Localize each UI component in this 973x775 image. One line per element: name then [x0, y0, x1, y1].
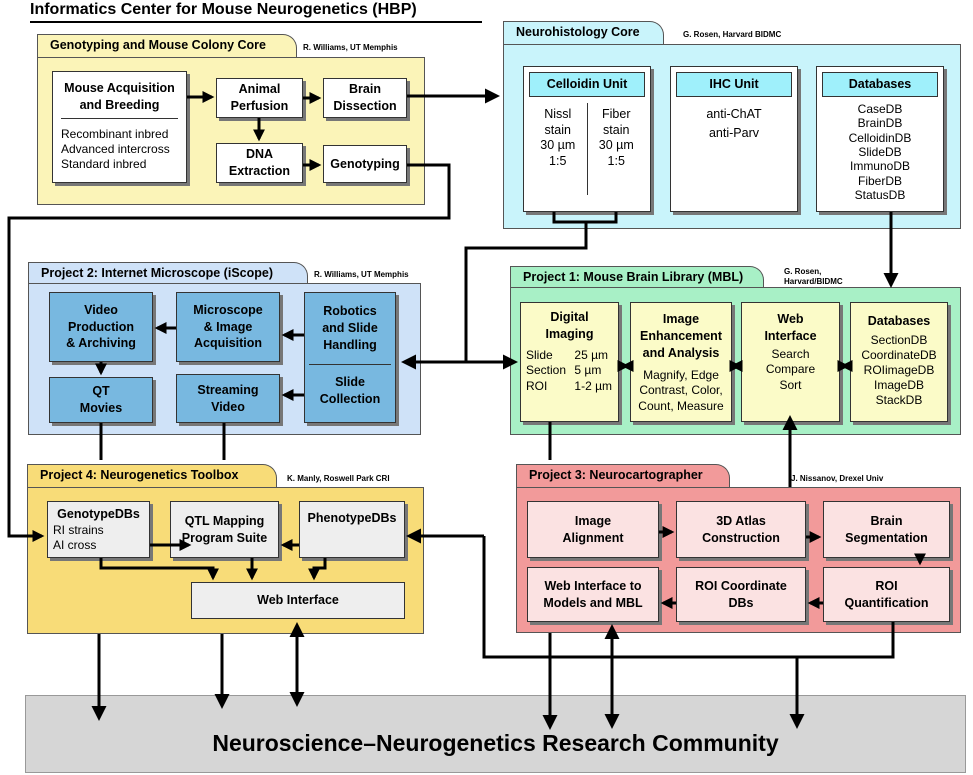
neurohistology-databases-title: Databases [822, 72, 938, 97]
mbl-credit: G. Rosen, Harvard/BIDMC [784, 267, 843, 287]
web-interface-models-box: Web Interface to Models and MBL [527, 567, 659, 622]
arrow-cartographer-to-phenotype [482, 536, 895, 659]
image-enhancement-title: Image Enhancement and Analysis [640, 312, 722, 360]
connector-celloidin-to-hub [464, 222, 588, 362]
digital-imaging-box: Digital Imaging Slide Section ROI 25 µm … [520, 302, 619, 422]
mbl-databases-title: Databases [867, 314, 931, 328]
mbl-databases-box: Databases SectionDB CoordinateDB ROIimag… [850, 302, 948, 422]
atlas-construction-box: 3D Atlas Construction [676, 501, 806, 558]
arrow-genotype-to-web [99, 558, 219, 581]
digital-imaging-values: 25 µm 5 µm 1-2 µm [574, 347, 612, 393]
ihc-unit-title: IHC Unit [676, 72, 792, 97]
genotyping-core-tab: Genotyping and Mouse Colony Core [37, 34, 297, 58]
toolbox-web-interface-box: Web Interface [191, 582, 405, 619]
brain-dissection-box: Brain Dissection [323, 78, 407, 118]
title-underline [30, 21, 482, 23]
celloidin-unit-title: Celloidin Unit [529, 72, 645, 97]
video-production-box: Video Production & Archiving [49, 292, 153, 362]
connector-genotyping-to-toolbox [7, 163, 451, 542]
roi-coordinate-dbs-box: ROI Coordinate DBs [676, 567, 806, 622]
toolbox-credit: K. Manly, Roswell Park CRI [287, 474, 390, 483]
robotics-divider [309, 363, 391, 365]
phenotype-dbs-box: PhenotypeDBs [299, 501, 405, 558]
neurohistology-core-credit: G. Rosen, Harvard BIDMC [683, 30, 782, 39]
ihc-unit-box: IHC Unit anti-ChAT anti-Parv [670, 66, 798, 212]
image-enhancement-body: Magnify, Edge Contrast, Color, Count, Me… [638, 367, 724, 413]
brain-segmentation-box: Brain Segmentation [823, 501, 950, 558]
streaming-video-box: Streaming Video [176, 374, 280, 423]
microscope-acquisition-box: Microscope & Image Acquisition [176, 292, 280, 362]
mbl-web-interface-title: Web Interface [764, 312, 817, 343]
fiber-stain-text: Fiber stain 30 µm 1:5 [598, 106, 634, 168]
image-enhancement-box: Image Enhancement and Analysis Magnify, … [630, 302, 732, 422]
nissl-stain-text: Nissl stain 30 µm 1:5 [540, 106, 576, 168]
animal-perfusion-box: Animal Perfusion [216, 78, 303, 118]
connector-celloidin-stains [552, 212, 618, 224]
slide-collection-text: Slide Collection [319, 374, 381, 406]
robotics-box: Robotics and Slide Handling Slide Collec… [304, 292, 396, 423]
digital-imaging-title: Digital Imaging [545, 310, 594, 341]
iscope-credit: R. Williams, UT Memphis [314, 270, 409, 279]
neurohistology-core-tab: Neurohistology Core [503, 21, 664, 45]
mbl-tab: Project 1: Mouse Brain Library (MBL) [510, 266, 764, 288]
iscope-tab: Project 2: Internet Microscope (iScope) [28, 262, 308, 284]
research-community-bar: Neuroscience–Neurogenetics Research Comm… [25, 695, 966, 773]
digital-imaging-rows: Slide Section ROI [526, 347, 567, 393]
neurohistology-databases-list: CaseDB BrainDB CelloidinDB SlideDB Immun… [848, 101, 912, 203]
image-alignment-box: Image Alignment [527, 501, 659, 558]
toolbox-tab: Project 4: Neurogenetics Toolbox [27, 464, 277, 488]
robotics-text: Robotics and Slide Handling [322, 304, 378, 352]
roi-quantification-box: ROI Quantification [823, 567, 950, 622]
genotype-dbs-body: RI strains AI cross [53, 522, 104, 552]
celloidin-divider [586, 102, 588, 195]
cartographer-tab: Project 3: Neurocartographer [516, 464, 730, 488]
genotype-dbs-title: GenotypeDBs [57, 507, 140, 521]
page-title: Informatics Center for Mouse Neurogeneti… [30, 1, 417, 18]
genotyping-box: Genotyping [323, 145, 407, 183]
celloidin-unit-box: Celloidin Unit Nissl stain 30 µm 1:5 Fib… [523, 66, 651, 212]
arrow-phenotype-to-web [308, 558, 327, 581]
qt-movies-box: QT Movies [49, 377, 153, 423]
mbl-databases-list: SectionDB CoordinateDB ROIimageDB ImageD… [861, 332, 937, 407]
neurohistology-databases-box: Databases CaseDB BrainDB CelloidinDB Sli… [816, 66, 944, 212]
mouse-acquisition-box: Mouse Acquisition and Breeding Recombina… [52, 71, 187, 183]
mouse-acquisition-list: Recombinant inbred Advanced intercross S… [61, 126, 170, 171]
mbl-web-interface-body: Search Compare Sort [765, 346, 816, 392]
genotyping-core-credit: R. Williams, UT Memphis [303, 43, 398, 52]
mouse-acquisition-divider [61, 117, 178, 119]
mouse-acquisition-title: Mouse Acquisition and Breeding [64, 81, 175, 112]
ihc-unit-list: anti-ChAT anti-Parv [706, 106, 762, 140]
cartographer-credit: J. Nissanov, Drexel Univ [791, 474, 884, 483]
dna-extraction-box: DNA Extraction [216, 143, 303, 183]
genotype-dbs-box: GenotypeDBs RI strains AI cross [47, 501, 150, 558]
